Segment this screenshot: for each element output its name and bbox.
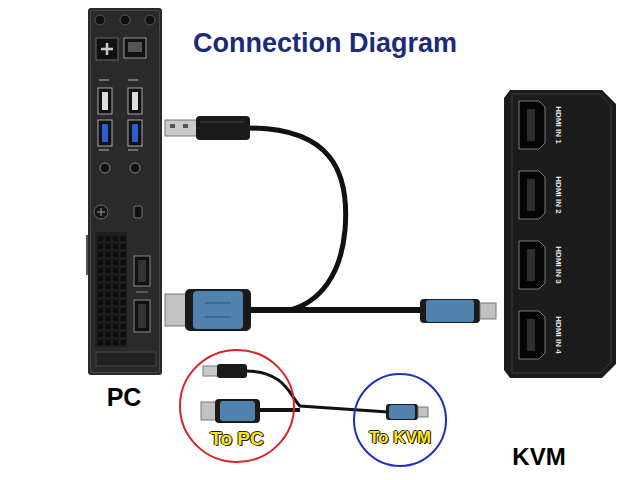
usb-hdmi-cable-part xyxy=(183,124,188,128)
pc-tower-part xyxy=(132,124,138,142)
inset-cable xyxy=(201,364,428,423)
usb-hdmi-cable-part xyxy=(165,294,187,326)
pc-tower-part xyxy=(102,124,108,142)
usb-hdmi-cable-part xyxy=(185,289,251,331)
callout-text: To PC xyxy=(178,428,296,450)
usb-hdmi-cable-part xyxy=(165,120,197,136)
hdmi-port xyxy=(519,101,545,359)
hdmi-port-part xyxy=(519,311,545,359)
pc-tower-part xyxy=(128,88,142,114)
pc-tower-part xyxy=(95,232,127,347)
device-name: PC xyxy=(73,380,175,412)
pc-tower-part xyxy=(134,300,150,332)
usb-hdmi-cable-part xyxy=(420,299,480,323)
pc-tower-part xyxy=(96,38,118,60)
port-label: HDMI IN 2 xyxy=(554,176,563,213)
pc-tower-part xyxy=(96,352,156,366)
pc-tower-part xyxy=(132,92,138,110)
device-name: KVM xyxy=(489,440,589,471)
pc-tower xyxy=(86,8,162,375)
hdmi-port-part xyxy=(527,179,535,211)
circle-outline xyxy=(354,374,446,466)
pc-tower-part xyxy=(95,15,105,25)
pc-tower-part xyxy=(124,38,146,58)
pc-tower-part xyxy=(101,43,113,55)
pc-tower-part xyxy=(98,236,126,345)
pc-tower-part xyxy=(138,260,146,282)
pc-tower-part xyxy=(88,8,162,375)
pc-tower-part xyxy=(134,256,150,286)
pc-tower-part xyxy=(138,304,146,328)
usb-hdmi-cable-part xyxy=(200,122,244,123)
inset-cable-part xyxy=(215,399,260,423)
pc-tower-part xyxy=(91,11,160,373)
inset-cable-part xyxy=(217,364,247,378)
pc-tower-part-part xyxy=(95,232,127,347)
pc-tower-part xyxy=(134,206,142,218)
usb-hdmi-cable-part xyxy=(205,303,231,317)
hdmi-port-part xyxy=(519,171,545,219)
inset-cable-part xyxy=(418,407,428,417)
device-label: PC xyxy=(73,380,175,416)
port-label: HDMI IN 3 xyxy=(554,246,563,283)
diagram-title: Connection Diagram xyxy=(170,28,480,59)
pc-tower-part xyxy=(100,163,110,173)
callout-circle: To PC xyxy=(178,348,296,464)
kvm-switch-part xyxy=(504,90,616,378)
inset-cable-part xyxy=(220,401,255,421)
callout-circle: To KVM xyxy=(352,372,448,468)
port-label: HDMI IN 1 xyxy=(554,106,563,143)
kvm-switch xyxy=(504,90,616,378)
pc-tower-part xyxy=(145,15,155,25)
pc-tower-part xyxy=(136,292,148,293)
inset-cable-part xyxy=(386,404,418,420)
usb-hdmi-cable xyxy=(165,116,496,331)
pc-tower-part xyxy=(97,208,105,216)
hdmi-port-part xyxy=(527,249,535,281)
circle-outline xyxy=(352,372,448,468)
inset-cable-part xyxy=(246,371,388,412)
inset-cable-part xyxy=(201,402,216,420)
hdmi-port-part xyxy=(519,101,545,149)
callout-text: To KVM xyxy=(352,428,448,448)
inset-cable-part xyxy=(389,405,415,419)
pc-tower-part xyxy=(102,92,108,110)
device-label: KVM xyxy=(489,440,589,476)
hdmi-port-part xyxy=(527,319,535,351)
port-label: HDMI IN 4 xyxy=(554,316,563,353)
usb-hdmi-cable-part xyxy=(193,291,243,329)
usb-hdmi-cable-part xyxy=(426,300,474,322)
usb-hdmi-cable-part xyxy=(196,116,250,140)
pc-tower-part xyxy=(130,163,140,173)
pc-tower-part xyxy=(128,42,142,52)
hdmi-port-part xyxy=(519,241,545,289)
inset-cable-part xyxy=(203,366,218,376)
pc-tower-part xyxy=(120,15,130,25)
pc-tower-part xyxy=(98,88,112,114)
pc-tower-part xyxy=(94,205,108,219)
usb-hdmi-cable-part xyxy=(248,307,422,313)
hdmi-port-part xyxy=(527,109,535,141)
usb-hdmi-cable-part xyxy=(170,124,175,128)
usb-hdmi-cable-part xyxy=(248,128,346,310)
kvm-switch-part xyxy=(512,94,611,373)
pc-tower-part xyxy=(98,120,112,146)
pc-tower-part xyxy=(128,120,142,146)
usb-hdmi-cable-part xyxy=(480,303,496,319)
